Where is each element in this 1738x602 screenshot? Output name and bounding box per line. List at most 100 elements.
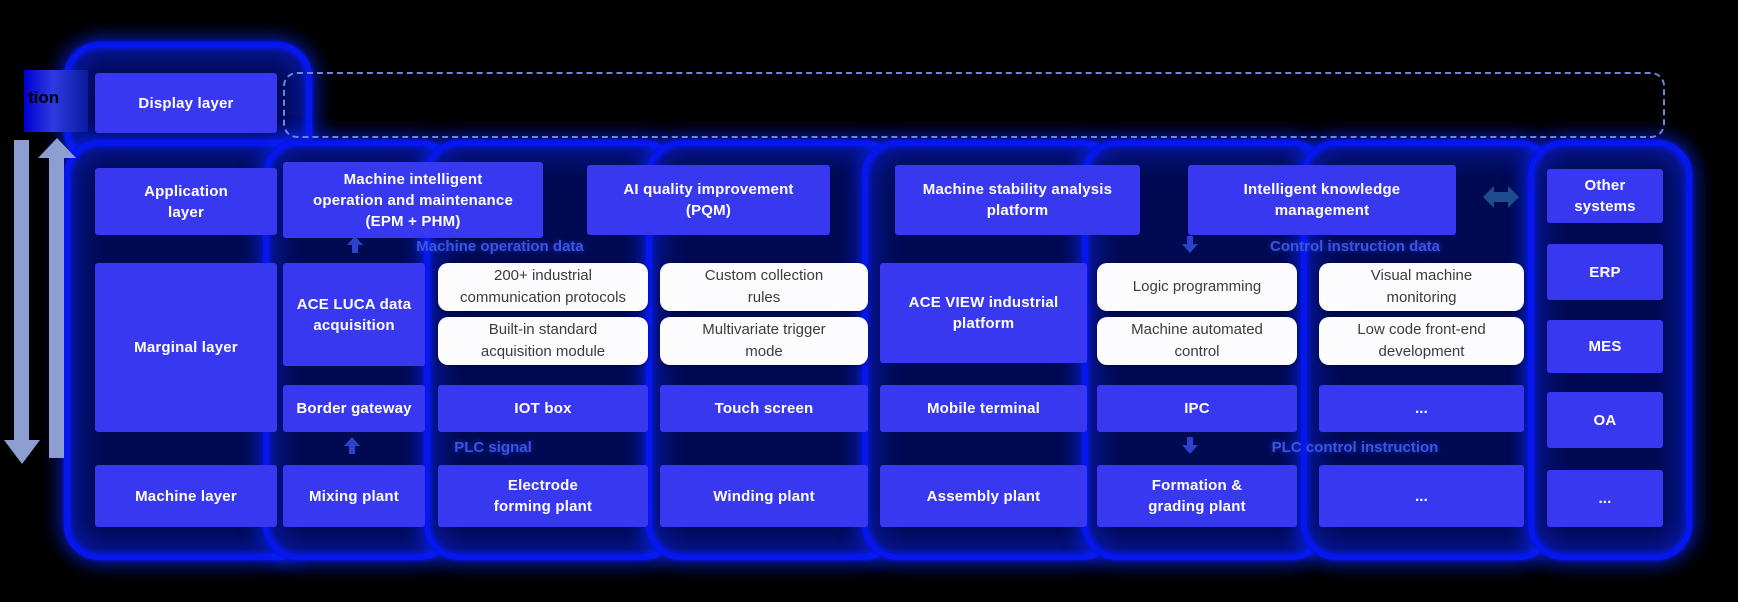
capability-line: Built-in standard [488, 321, 598, 338]
capability-line: Logic programming [1132, 278, 1262, 295]
arrow-head [344, 437, 360, 446]
box-mixing-plant: Mixing plant [283, 465, 425, 527]
box-mobile-terminal: Mobile terminal [880, 385, 1087, 432]
box-label-line: Application [144, 182, 228, 200]
up-arrow-icon [347, 236, 363, 253]
capability-line: mode [745, 343, 783, 360]
capability-visual-machine-monitoring: Visual machine monitoring [1319, 263, 1524, 311]
cutoff-text-fragment: tion [28, 88, 60, 107]
arrow-head [4, 440, 40, 464]
box-label-line: platform [952, 315, 1015, 332]
box-application-layer: Application layer [95, 168, 277, 235]
box-label-line: operation and maintenance [312, 191, 514, 209]
capability-line: Low code front-end [1357, 321, 1486, 338]
box-erp: ERP [1547, 244, 1663, 300]
box-border-gateway: Border gateway [283, 385, 425, 432]
downward-flow-arrow-icon [4, 140, 40, 464]
box-label: Touch screen [714, 400, 814, 417]
box-ace-luca-data-acquisition: ACE LUCA data acquisition [283, 263, 425, 366]
box-label: OA [1593, 411, 1617, 429]
box-label-line: Formation & [1151, 477, 1243, 494]
box-machine-layer: Machine layer [95, 465, 277, 527]
capability-machine-automated-control: Machine automated control [1097, 317, 1297, 365]
box-label-line: forming plant [493, 498, 593, 515]
box-label-line: ACE LUCA data [296, 295, 412, 313]
box-machine-ellipsis: ... [1319, 465, 1524, 527]
box-label-line: grading plant [1148, 498, 1246, 515]
box-label-line: Other [1584, 177, 1626, 194]
box-other-systems: Other systems [1547, 169, 1663, 223]
box-right-ellipsis: ... [1547, 470, 1663, 527]
arrow-shaft [1187, 437, 1193, 446]
box-label: Winding plant [713, 487, 815, 505]
box-label: ... [1598, 490, 1612, 507]
arrow-right-head [1508, 186, 1519, 208]
flow-label-control-instruction-data: Control instruction data [1270, 238, 1440, 255]
capability-low-code-front-end-development: Low code front-end development [1319, 317, 1524, 365]
box-label-line: management [1274, 202, 1370, 219]
box-label-line: platform [986, 202, 1049, 219]
box-label-line: Machine intelligent [343, 170, 483, 188]
capability-line: control [1174, 343, 1220, 360]
box-ipc: IPC [1097, 385, 1297, 432]
box-electrode-forming-plant: Electrode forming plant [438, 465, 648, 527]
upward-flow-arrow-icon [38, 138, 76, 460]
box-label: ERP [1589, 263, 1621, 281]
down-arrow-icon [1182, 437, 1198, 454]
flow-label-plc-control-instruction: PLC control instruction [1271, 439, 1439, 456]
box-label-line: Electrode [507, 477, 579, 494]
arrow-head [1182, 445, 1198, 454]
capability-built-in-standard-acquisition-module: Built-in standard acquisition module [438, 317, 648, 365]
capability-line: 200+ industrial [494, 267, 592, 284]
flow-label-machine-operation-data: Machine operation data [416, 238, 584, 255]
display-layer-dashed-region [283, 72, 1665, 138]
box-winding-plant: Winding plant [660, 465, 868, 527]
box-label: IPC [1184, 400, 1210, 417]
arrow-shaft [352, 244, 358, 253]
box-device-ellipsis: ... [1319, 385, 1524, 432]
box-label: Marginal layer [134, 339, 238, 356]
arrow-head [347, 236, 363, 245]
box-formation-grading-plant: Formation & grading plant [1097, 465, 1297, 527]
capability-line: monitoring [1386, 289, 1457, 306]
box-label: Mixing plant [309, 487, 399, 505]
box-label-line: acquisition [313, 316, 395, 334]
box-display-layer: Display layer [95, 73, 277, 133]
box-label-line: (PQM) [685, 202, 732, 219]
box-touch-screen: Touch screen [660, 385, 868, 432]
box-label: ... [1414, 400, 1429, 417]
box-ace-view-industrial-platform: ACE VIEW industrial platform [880, 263, 1087, 363]
box-oa: OA [1547, 392, 1663, 448]
box-label-line: systems [1574, 198, 1636, 215]
capability-line: Custom collection [704, 267, 824, 284]
capability-line: Multivariate trigger [702, 321, 826, 338]
box-assembly-plant: Assembly plant [880, 465, 1087, 527]
box-label: Border gateway [296, 400, 412, 417]
capability-custom-collection-rules: Custom collection rules [660, 263, 868, 311]
box-marginal-layer: Marginal layer [95, 263, 277, 432]
box-machine-stability-analysis-platform: Machine stability analysis platform [895, 165, 1140, 235]
blue-patch [24, 70, 88, 132]
box-label-line: Intelligent knowledge [1243, 181, 1401, 198]
double-arrow-icon [1483, 186, 1519, 208]
box-label-line: AI quality improvement [623, 181, 794, 198]
box-ai-quality-improvement: AI quality improvement (PQM) [587, 165, 830, 235]
arrow-shaft [14, 140, 29, 440]
box-label: ... [1414, 487, 1429, 505]
box-machine-intelligent-operation-maintenance: Machine intelligent operation and mainte… [283, 162, 543, 238]
box-label: MES [1588, 338, 1622, 355]
box-label: Display layer [138, 94, 234, 112]
box-iot-box: IOT box [438, 385, 648, 432]
box-label: IOT box [514, 400, 572, 417]
arrow-shaft [349, 445, 355, 454]
box-label-line: layer [167, 203, 205, 221]
flow-label-plc-signal: PLC signal [454, 439, 532, 456]
box-intelligent-knowledge-management: Intelligent knowledge management [1188, 165, 1456, 235]
box-label-line: (EPM + PHM) [365, 212, 461, 230]
capability-line: Machine automated [1131, 321, 1263, 338]
arrow-left-head [1483, 186, 1494, 208]
box-label: Machine layer [135, 487, 237, 505]
box-label: Mobile terminal [926, 400, 1041, 417]
box-label: Assembly plant [926, 487, 1041, 505]
